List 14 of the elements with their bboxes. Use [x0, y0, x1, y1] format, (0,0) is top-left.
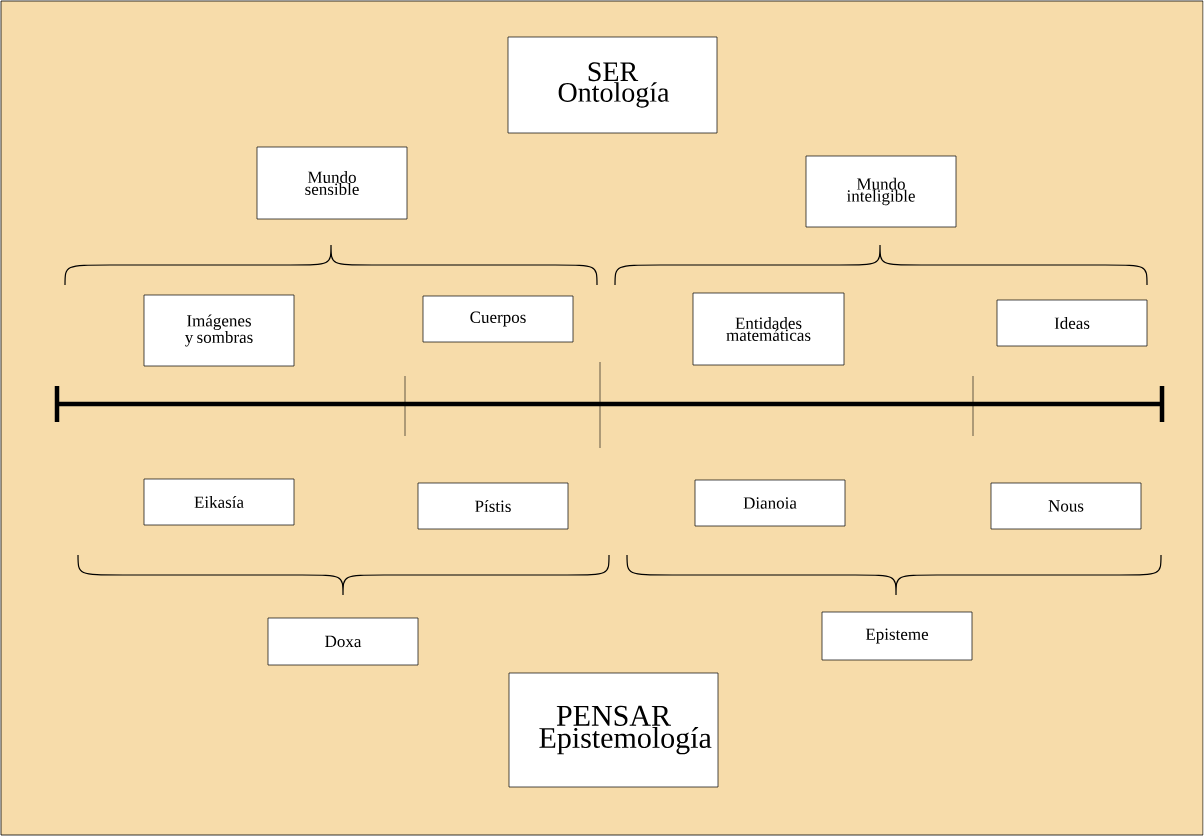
label-box: Episteme	[821, 611, 973, 661]
label-box: Pístis	[417, 482, 569, 530]
label-box: Doxa	[267, 617, 419, 666]
label-box: Imágenes y sombras	[143, 294, 295, 367]
label-box: Ideas	[996, 299, 1148, 347]
label-box: Eikasía	[143, 478, 295, 526]
title-box: SER Ontología	[507, 36, 718, 134]
label-box: Mundo sensible	[256, 146, 408, 220]
label-box: Entidades matemáticas	[692, 292, 845, 366]
label-box: Cuerpos	[422, 295, 574, 343]
label-box: Nous	[990, 482, 1142, 530]
title-box: PENSAR Epistemología	[508, 672, 719, 788]
label-box: Mundo inteligible	[805, 155, 957, 228]
label-box: Dianoia	[694, 479, 846, 527]
